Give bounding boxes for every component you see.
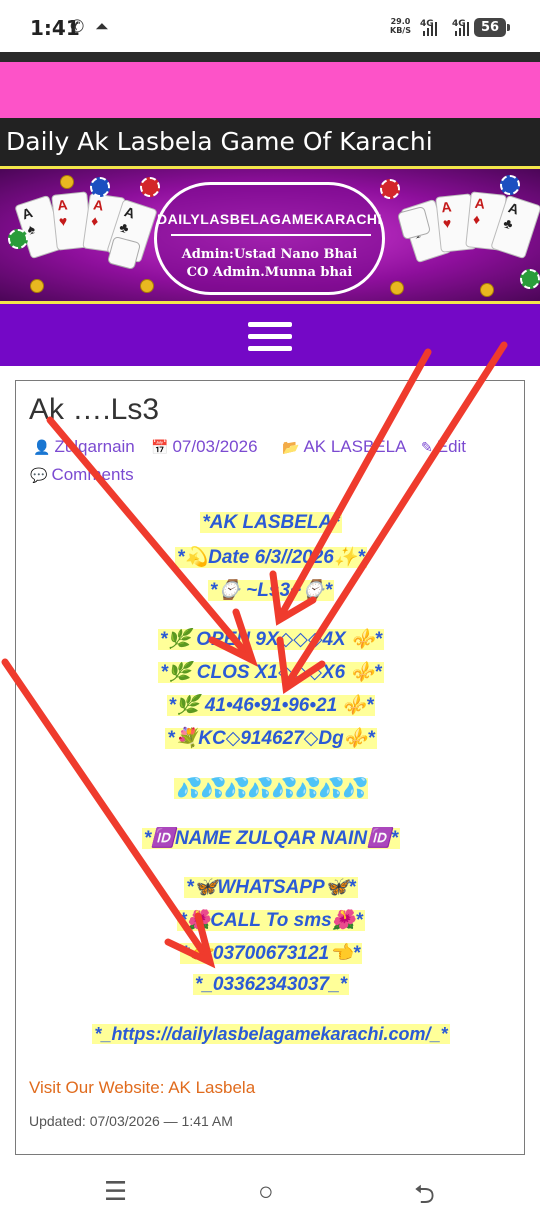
post-comments-text[interactable]: Comments — [51, 465, 134, 484]
post-date-text[interactable]: 07/03/2026 — [172, 437, 258, 456]
gold-coin-icon — [60, 175, 74, 189]
home-icon[interactable]: ○ — [258, 1176, 274, 1206]
status-time: 1:41 — [30, 16, 80, 40]
content-link[interactable]: *_https://dailylasbelagamekarachi.com/_* — [92, 1024, 450, 1044]
gold-coin-icon — [30, 279, 44, 293]
content-line: *⌚ ~Ls3~⌚* — [207, 580, 335, 601]
site-banner[interactable]: A♠ A♥ A♦ A♣ A♠ A♥ A♦ A♣ DAILYLASBELAGAME… — [0, 166, 540, 304]
gold-coin-icon — [140, 279, 154, 293]
network-speed-value: 29.0 — [390, 17, 411, 26]
folder-icon: 📂 — [282, 439, 300, 455]
casino-chip-icon — [500, 175, 520, 195]
content-line: *🌺CALL To sms🌺* — [177, 910, 365, 931]
post-category[interactable]: 📂AK LASBELA — [282, 437, 406, 457]
content-line: *_03362343037_* — [192, 974, 350, 995]
hamburger-menu-icon[interactable] — [248, 322, 292, 352]
site-title-bar[interactable]: Daily Ak Lasbela Game Of Karachi — [0, 118, 540, 166]
post-category-text[interactable]: AK LASBELA — [303, 437, 407, 456]
casino-chip-icon — [520, 269, 540, 289]
post-author-name[interactable]: Zulqarnain — [54, 437, 135, 456]
pink-header-bar — [0, 62, 540, 118]
calendar-icon: 📅 — [151, 439, 169, 455]
user-icon: 👤 — [33, 439, 51, 455]
site-title[interactable]: Daily Ak Lasbela Game Of Karachi — [6, 127, 433, 156]
casino-chip-icon — [8, 229, 28, 249]
content-line: *🦋WHATSAPP🦋* — [184, 877, 358, 898]
post-edit-text[interactable]: Edit — [436, 437, 467, 456]
casino-chip-icon — [140, 177, 160, 197]
banner-title-frame: DAILYLASBELAGAMEKARACHI Admin:Ustad Nano… — [154, 182, 385, 295]
drive-upload-icon: ⏶ — [95, 17, 109, 36]
content-line: *💫Date 6/3//2026✨* — [175, 547, 367, 568]
browser-top-edge — [0, 52, 540, 62]
content-line: *🌿 41•46•91•96•21 ⚜️* — [166, 695, 376, 716]
content-line: *AK LASBELA* — [200, 512, 342, 533]
post-article: Ak ….Ls3 👤Zulqarnain 📅07/03/2026 📂AK LAS… — [15, 380, 525, 1155]
visit-website-link[interactable]: Visit Our Website: AK Lasbela — [29, 1078, 256, 1097]
signal-bars-icon — [423, 22, 437, 36]
post-title[interactable]: Ak ….Ls3 — [29, 393, 160, 426]
recent-apps-icon[interactable]: ☰ — [104, 1176, 128, 1206]
gold-coin-icon — [390, 281, 404, 295]
pencil-icon: ✎ — [421, 439, 433, 455]
post-updated: Updated: 07/03/2026 — 1:41 AM — [29, 1113, 233, 1129]
content-line: *💐KC◇914627◇Dg⚜️* — [165, 728, 377, 749]
banner-title: DAILYLASBELAGAMEKARACHI — [157, 211, 382, 227]
dice-icon — [106, 235, 142, 271]
system-navigation-bar: ☰ ○ ⮌ — [0, 1160, 540, 1218]
banner-divider — [171, 234, 371, 236]
status-bar: 1:41 ✆ ⏶ 29.0 KB/S 4G 4G 56 — [0, 0, 540, 52]
casino-chip-icon — [380, 179, 400, 199]
content-line: *👉03700673121👈* — [179, 943, 363, 964]
post-date[interactable]: 📅07/03/2026 — [151, 437, 258, 457]
post-comments[interactable]: 💬Comments — [30, 465, 134, 485]
content-line: *🌿 OPEN 9X◇◇◇4X ⚜️* — [157, 629, 385, 650]
whatsapp-icon: ✆ — [70, 17, 85, 36]
network-speed-unit: KB/S — [390, 26, 411, 35]
post-edit[interactable]: ✎Edit — [421, 437, 466, 457]
battery-icon: 56 — [474, 18, 510, 37]
main-navigation — [0, 304, 540, 366]
comment-icon: 💬 — [30, 467, 48, 483]
casino-chip-icon — [90, 177, 110, 197]
signal-type-1: 4G — [420, 19, 434, 29]
content-line: *🆔NAME ZULQAR NAIN🆔* — [141, 828, 401, 849]
post-author[interactable]: 👤Zulqarnain — [33, 437, 135, 457]
network-speed: 29.0 KB/S — [390, 17, 411, 35]
content-line: *🌿 CLOS X1◇◇◇X6 ⚜️* — [158, 662, 384, 683]
back-icon[interactable]: ⮌ — [414, 1179, 435, 1209]
gold-coin-icon — [480, 283, 494, 297]
signal-bars-icon — [455, 22, 469, 36]
banner-admin: Admin:Ustad Nano Bhai — [181, 247, 358, 262]
banner-co-admin: CO Admin.Munna bhai — [186, 265, 353, 280]
signal-type-2: 4G — [452, 19, 466, 29]
content-line: 💦💦💦💦💦💦💦💦 — [174, 778, 368, 799]
